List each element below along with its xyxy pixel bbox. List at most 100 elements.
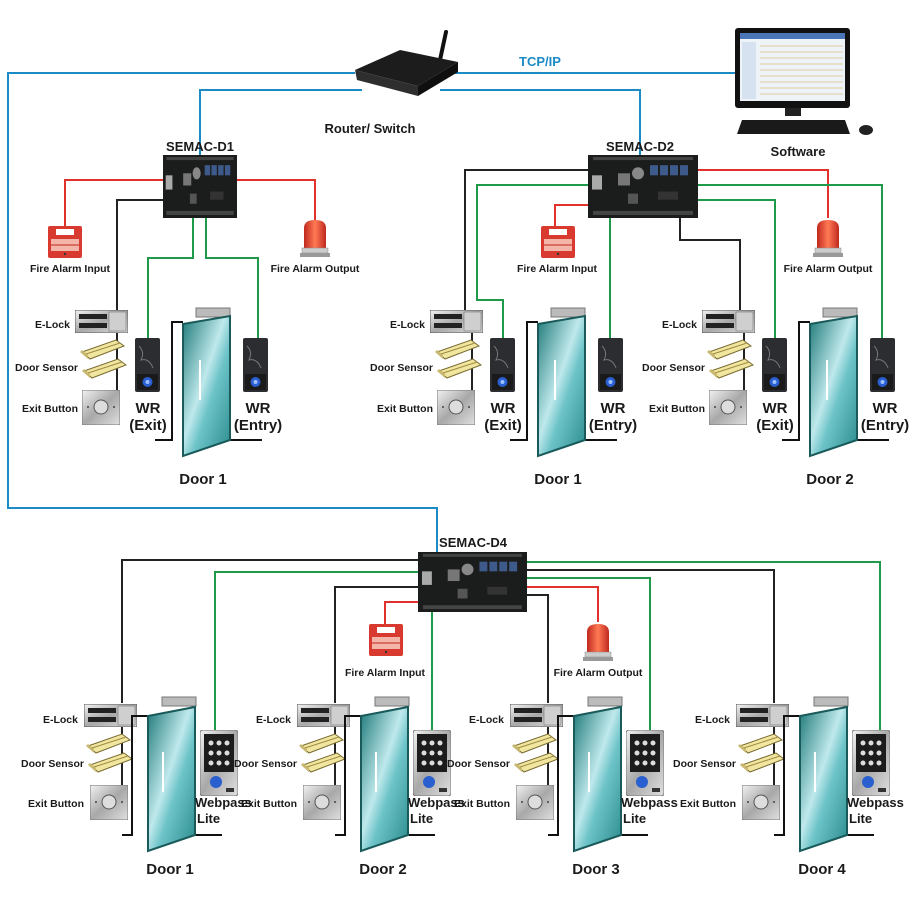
reader-entry-label: WR [873, 400, 898, 417]
door-unit: E-Lock Door Sensor Exit Button Webpass L… [21, 696, 252, 878]
reader-entry-sublabel: (Entry) [861, 417, 909, 434]
door-sensor-icon [299, 733, 344, 754]
door-sensor-label: Door Sensor [642, 362, 705, 374]
reader-sublabel: Lite [197, 811, 220, 826]
door-unit: E-Lock Door Sensor Exit Button WR (Exit)… [370, 307, 637, 488]
door-icon [548, 696, 648, 853]
reader-entry-label: WR [246, 400, 271, 417]
webpass-lite-keypad-icon [200, 730, 238, 796]
reader-exit-sublabel: (Exit) [129, 417, 167, 434]
door-sensor-icon [86, 733, 131, 754]
exit-button-icon[interactable] [303, 785, 341, 820]
d1-door1-unit: E-Lock Door Sensor Exit Button WR (Exit)… [15, 307, 282, 488]
reader-label: Webpass [621, 795, 678, 810]
door-label: Door 1 [146, 861, 194, 878]
exit-button-label: Exit Button [680, 798, 736, 810]
controller-d2-board [588, 155, 698, 218]
reader-label: Webpass [195, 795, 252, 810]
reader-exit-label: WR [763, 400, 788, 417]
door-unit: E-Lock Door Sensor Exit Button Webpass L… [673, 696, 904, 878]
exit-button-icon[interactable] [90, 785, 128, 820]
reader-entry-sublabel: (Entry) [589, 417, 637, 434]
fire-alarm-input-label: Fire Alarm Input [517, 263, 598, 275]
exit-button-icon[interactable] [437, 390, 475, 425]
door-unit: E-Lock Door Sensor Exit Button WR (Exit)… [642, 307, 909, 488]
controller-d2-group: SEMAC-D2 Fire Alarm Input Fire Alarm Out… [370, 139, 909, 488]
door-sensor-icon [301, 752, 346, 773]
reader-exit-sublabel: (Exit) [756, 417, 794, 434]
exit-button-icon[interactable] [82, 390, 120, 425]
e-lock-icon [297, 704, 350, 727]
door-sensor-icon [514, 752, 559, 773]
d4-door4-unit: E-Lock Door Sensor Exit Button Webpass L… [673, 696, 904, 878]
door-label: Door 1 [179, 471, 227, 488]
door-icon [335, 696, 435, 853]
d2-door1-unit: E-Lock Door Sensor Exit Button WR (Exit)… [370, 307, 637, 488]
reader-sublabel: Lite [623, 811, 646, 826]
reader-sublabel: Lite [410, 811, 433, 826]
exit-button-icon[interactable] [709, 390, 747, 425]
e-lock-icon [75, 310, 128, 333]
door-label: Door 3 [572, 861, 620, 878]
door-sensor-label: Door Sensor [447, 758, 510, 770]
door-unit: E-Lock Door Sensor Exit Button WR (Exit)… [15, 307, 282, 488]
door-icon [155, 307, 262, 458]
exit-button-label: Exit Button [454, 798, 510, 810]
fire-alarm-output-label: Fire Alarm Output [784, 263, 873, 275]
fire-alarm-output-icon [300, 219, 330, 258]
fire-alarm-output-label: Fire Alarm Output [554, 667, 643, 679]
reader-sublabel: Lite [849, 811, 872, 826]
e-lock-icon [84, 704, 137, 727]
door-unit: E-Lock Door Sensor Exit Button Webpass L… [234, 696, 465, 878]
d4-door2-unit: E-Lock Door Sensor Exit Button Webpass L… [234, 696, 465, 878]
controller-d2-label: SEMAC-D2 [606, 139, 674, 154]
door-icon [510, 307, 617, 458]
exit-button-icon[interactable] [742, 785, 780, 820]
door-icon [774, 696, 874, 853]
door-sensor-label: Door Sensor [15, 362, 78, 374]
door-label: Door 1 [534, 471, 582, 488]
controller-d4-group: SEMAC-D4 Fire Alarm Input Fire Alarm Out… [21, 535, 904, 878]
router-label: Router/ Switch [324, 121, 415, 136]
door-sensor-label: Door Sensor [673, 758, 736, 770]
computer-icon [735, 28, 873, 135]
exit-button-icon[interactable] [516, 785, 554, 820]
controller-d4-board [418, 552, 527, 612]
e-lock-icon [430, 310, 483, 333]
e-lock-label: E-Lock [390, 319, 425, 331]
e-lock-label: E-Lock [256, 714, 291, 726]
door-sensor-label: Door Sensor [234, 758, 297, 770]
door-sensor-icon [740, 752, 785, 773]
webpass-lite-keypad-icon [626, 730, 664, 796]
e-lock-icon [702, 310, 755, 333]
door-sensor-icon [437, 358, 482, 379]
reader-label: Webpass [408, 795, 465, 810]
exit-button-label: Exit Button [377, 403, 433, 415]
reader-entry-icon [598, 338, 623, 392]
door-label: Door 2 [806, 471, 854, 488]
d4-door1-unit: E-Lock Door Sensor Exit Button Webpass L… [21, 696, 252, 878]
door-label: Door 4 [798, 861, 846, 878]
reader-exit-label: WR [491, 400, 516, 417]
door-label: Door 2 [359, 861, 407, 878]
reader-exit-sublabel: (Exit) [484, 417, 522, 434]
e-lock-label: E-Lock [695, 714, 730, 726]
exit-button-label: Exit Button [28, 798, 84, 810]
tcp-ip-label: TCP/IP [519, 54, 561, 69]
door-icon [782, 307, 889, 458]
reader-exit-label: WR [136, 400, 161, 417]
reader-exit-icon [490, 338, 515, 392]
exit-button-label: Exit Button [649, 403, 705, 415]
exit-button-label: Exit Button [241, 798, 297, 810]
e-lock-label: E-Lock [662, 319, 697, 331]
door-sensor-icon [88, 752, 133, 773]
e-lock-label: E-Lock [469, 714, 504, 726]
reader-entry-icon [243, 338, 268, 392]
fire-alarm-input-label: Fire Alarm Input [30, 263, 111, 275]
fire-alarm-output-label: Fire Alarm Output [271, 263, 360, 275]
fire-alarm-input-icon [47, 226, 83, 258]
network-wiring [7, 72, 735, 552]
fire-alarm-input-label: Fire Alarm Input [345, 667, 426, 679]
reader-label: Webpass [847, 795, 904, 810]
